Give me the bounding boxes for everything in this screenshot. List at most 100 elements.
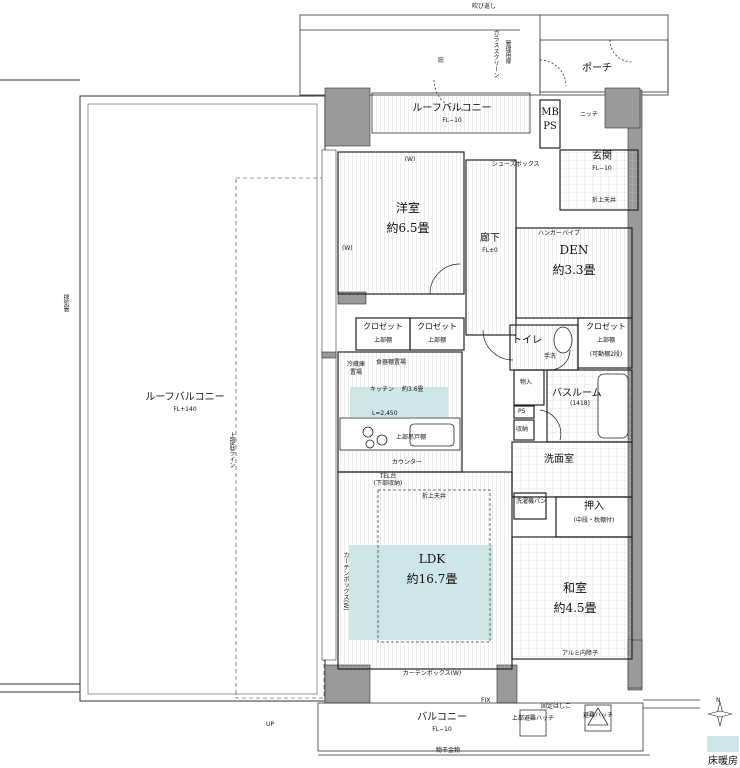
tel-label-1: TEL台: [379, 473, 397, 480]
balcony-bottom: [317, 699, 700, 756]
hisashi-label: 庇: [438, 57, 445, 64]
closet-middle-upper: 上部棚: [427, 337, 447, 344]
den-hanger: ハンガーパイプ: [538, 230, 580, 237]
floor-heating-kitchen: [350, 387, 448, 417]
kanri-door-label: 管理用扉: [504, 40, 511, 64]
washitsu-room: [511, 536, 633, 660]
balcony-fl: FL−10: [432, 726, 452, 733]
doors: [429, 79, 571, 441]
kitchen-l-dim: L=2,450: [372, 410, 398, 417]
kitchen-upper: 上部吊戸棚: [396, 434, 427, 441]
entrance-ceiling: 折上天井: [592, 197, 617, 204]
ldk-curtain-bottom: カーテンボックス(W): [402, 670, 462, 677]
shuno-label: 収納: [516, 426, 529, 433]
ldk-fix: FIX: [481, 697, 491, 704]
ps-label-top: PS: [543, 121, 557, 132]
toilet-hand: 手洗: [544, 353, 557, 360]
closet-den-upper: 上部棚: [596, 337, 616, 344]
niche-label: ニッチ: [580, 111, 599, 118]
pantry-label: 食器棚置場: [376, 359, 407, 366]
balcony-fixed-ladder: 固定はしご: [540, 703, 572, 710]
fridge-label-2: 置場: [349, 369, 363, 376]
ldk-ceiling: 折上天井: [421, 493, 447, 500]
closet-den-label: クロゼット: [586, 322, 626, 331]
bathtub: [597, 373, 629, 439]
roof-balcony-left: [0, 79, 326, 702]
legend-label: 床暖房: [708, 756, 738, 767]
washer-label: 洗濯機パン: [516, 498, 547, 505]
corridor-name: 廊下: [480, 233, 500, 244]
den-room: [515, 227, 633, 319]
washroom-room: [511, 441, 633, 498]
toilet-name: トイレ: [512, 335, 542, 346]
ps-small: [513, 405, 535, 419]
bathroom-size: (1418): [570, 400, 590, 407]
tel-label-2: (下部収納): [373, 480, 403, 487]
western-w-label: (W): [404, 156, 416, 163]
closet-left-label: クロゼット: [363, 322, 403, 331]
balcony-hatch1: 上部避難ハッチ: [511, 715, 555, 722]
roof-balcony-left-name: ルーフバルコニー: [145, 392, 225, 403]
shoes-box-label: シューズボックス: [492, 161, 540, 168]
shuno-box: [513, 419, 535, 441]
roof-balcony-top-area: [371, 92, 531, 134]
kitchen-size: 約3.6畳: [402, 386, 424, 393]
washitsu-name: 和室: [562, 581, 588, 595]
bathroom-name: バスルーム: [552, 388, 602, 399]
legend-swatch: [707, 736, 739, 752]
closet-middle: [409, 317, 465, 351]
western-room-name: 洋室: [395, 201, 421, 215]
storage-in-label: 物入: [520, 379, 533, 386]
mb-label: MB: [541, 107, 559, 118]
western-room: [337, 151, 465, 295]
kitchen-counter: [339, 417, 461, 451]
oshiire-sub: (中段・枕棚付): [573, 517, 615, 524]
balcony-hatch2: 避難ハッチ: [582, 712, 614, 719]
closet-left-upper: 上部棚: [373, 337, 393, 344]
balcony-hanger: 物干金物: [435, 747, 461, 754]
corridor: [465, 159, 517, 336]
roof-balcony-top-label: ルーフバルコニー: [412, 103, 492, 114]
washroom-name: 洗面室: [544, 454, 574, 465]
compass-n: N: [716, 697, 721, 704]
closet-den: [577, 317, 633, 369]
ldk-curtain-side: カーテンボックス(W): [342, 552, 349, 611]
roof-balcony-line: 上部庇ライン: [228, 432, 235, 468]
storage-in: [513, 369, 545, 406]
floor-heating-ldk: [349, 545, 493, 640]
roof-balcony-left-fl: FL+140: [173, 406, 197, 413]
kitchen-counter-label: カウンター: [392, 459, 423, 466]
ldk-ceiling-line: [377, 489, 491, 643]
toilet-bowl: [553, 326, 573, 354]
oshiire-name: 押入: [584, 501, 604, 512]
entrance-fl: FL−10: [592, 165, 612, 172]
glass-screen-label: ガラススクリーン: [492, 30, 499, 78]
western-w2-label: (W): [342, 245, 353, 252]
washitsu-shoji: アルミ内障子: [562, 650, 598, 657]
closet-den-movable: (可動棚2段): [589, 351, 623, 358]
porch-label: ポーチ: [582, 63, 612, 74]
closet-middle-label: クロゼット: [417, 322, 457, 331]
balcony-name: バルコニー: [417, 712, 467, 723]
washer-pan: [513, 492, 547, 520]
kitchen-name: キッチン: [370, 386, 395, 393]
washitsu-size: 約4.5畳: [553, 601, 597, 615]
ps-small-label: PS: [518, 408, 526, 415]
western-room-size: 約6.5畳: [386, 221, 430, 235]
entrance-label: 玄関: [592, 151, 612, 162]
up-label: UP: [266, 721, 275, 728]
roof-balcony-drain: 排気管: [62, 294, 69, 312]
fridge-label-1: 冷蔵庫: [346, 361, 366, 368]
mbps-box: [539, 99, 561, 149]
den-size: 約3.3畳: [552, 263, 596, 277]
corridor-fl: FL±0: [482, 247, 498, 254]
ldk-name: LDK: [418, 552, 446, 566]
ldk-size: 約16.7畳: [406, 572, 458, 586]
top-eaves-area: [299, 14, 669, 96]
entrance-area: [559, 149, 639, 211]
roof-balcony-top-fl: FL−10: [442, 117, 462, 124]
den-name: DEN: [559, 243, 589, 257]
compass-icon: [707, 701, 733, 727]
fukinuke-label: 吹び返し: [472, 3, 497, 10]
